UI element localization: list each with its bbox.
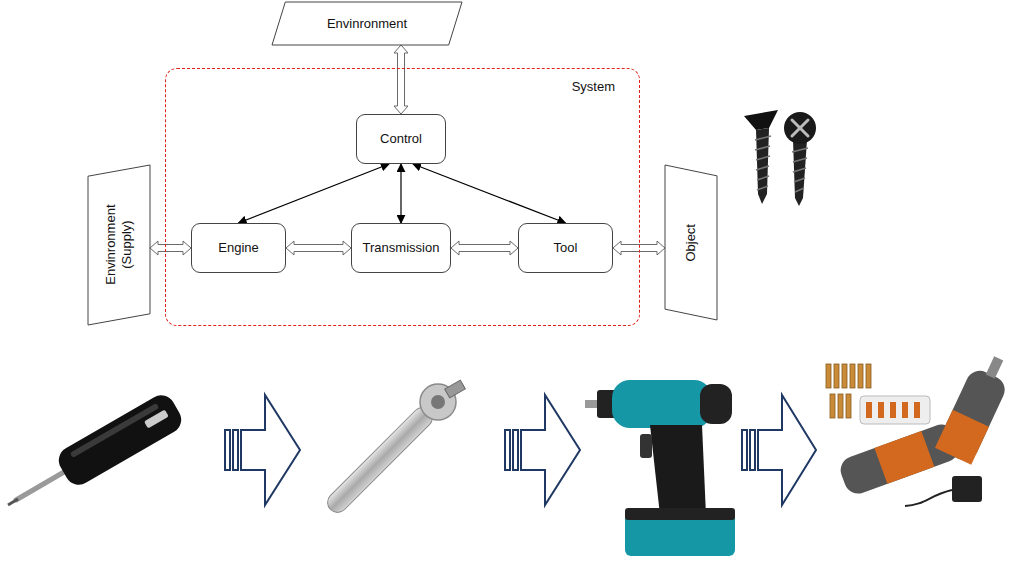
node-label: Engine [218,240,258,256]
control-connector [239,164,390,223]
node-label: Tool [554,240,578,256]
node-label: Control [380,131,422,147]
screwdriver-kit-picture [826,350,1017,506]
node-label: Envinronment [327,16,407,32]
flow-arrow [394,45,408,114]
screwdriver-picture [8,390,186,505]
process-box: Tool [518,223,613,273]
flow-arrow [451,241,518,255]
progress-arrow [742,395,816,505]
node-label: Transmission [363,240,440,256]
environment-shape: Envinronment [272,2,462,45]
progress-arrow [505,395,580,505]
process-box: Engine [191,223,286,273]
screw-icon [744,110,778,204]
screw-icon [784,112,816,206]
process-box: Transmission [351,223,451,273]
flow-arrow [150,241,191,255]
drill-picture [585,380,735,556]
control-connector [400,164,401,223]
node-label: Envinronment (Supply) [103,193,134,297]
flow-arrow [613,241,665,255]
supply-shape: Envinronment (Supply) [88,165,150,325]
control-connector [413,164,566,223]
ratchet-picture [323,380,465,516]
object-shape: Object [665,165,717,320]
node-label: Object [683,183,699,303]
system-boundary: SystemControlEngine Transmission Tool [165,68,640,326]
flow-arrow [286,241,351,255]
progress-arrow [225,395,300,505]
process-box: Control [356,114,446,164]
group-label: System [572,79,615,95]
